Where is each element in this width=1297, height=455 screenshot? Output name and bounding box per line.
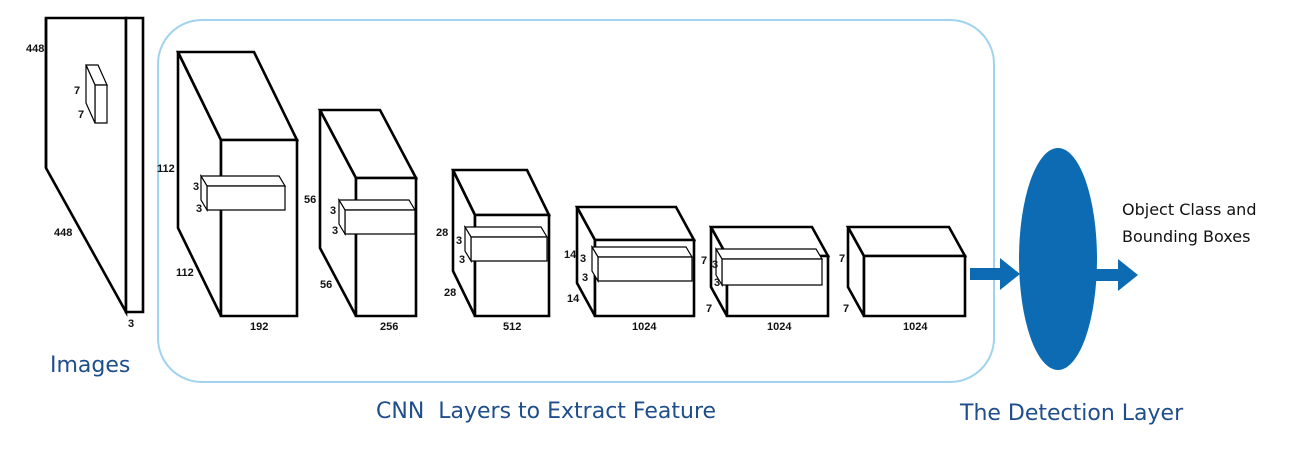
cnn-caption: CNN Layers to Extract Feature: [376, 399, 716, 424]
conv-layer-4: 14 14 1024 3 3: [564, 205, 697, 333]
input-channels-label: 3: [128, 318, 134, 330]
conv-layer-6: 7 7 1024: [839, 225, 968, 333]
conv-layer-5: 7 7 1024 3 3: [701, 225, 831, 333]
input-kernel-w-label: 7: [78, 109, 84, 121]
arrow-to-output: [1094, 259, 1138, 291]
layer-6-width-label: 7: [843, 303, 849, 315]
layer-4-width-label: 14: [567, 293, 580, 305]
layer-4-kernel: [590, 244, 694, 284]
layer-3-height-label: 28: [436, 227, 448, 239]
conv-layer-3: 28 28 512 3 3: [436, 168, 552, 333]
input-kernel-h-label: 7: [74, 85, 80, 97]
layer-1-depth-label: 192: [250, 321, 268, 333]
detection-layer-caption: The Detection Layer: [959, 401, 1184, 426]
layer-3-depth-label: 512: [503, 321, 521, 333]
layer-1-kernel-w-label: 3: [196, 203, 202, 215]
layer-1-kernel: [199, 173, 287, 213]
input-height-label: 448: [26, 43, 44, 55]
layer-5-kernel: [714, 246, 824, 288]
arrow-to-detection: [970, 258, 1020, 290]
layer-5-height-label: 7: [701, 255, 707, 267]
layer-1-height-label: 112: [157, 163, 175, 175]
layer-3-kernel: [463, 224, 549, 264]
layer-4-height-label: 14: [564, 249, 577, 261]
input-width-label: 448: [54, 227, 72, 239]
output-label-line-1: Object Class and: [1122, 200, 1256, 219]
layer-3-kernel-h-label: 3: [456, 235, 462, 247]
layer-2-width-label: 56: [320, 279, 332, 291]
conv-layer-1: 112 112 192 3 3: [157, 50, 300, 333]
layer-2-kernel-h-label: 3: [330, 205, 336, 217]
layer-2-kernel: [337, 197, 417, 237]
layer-4-depth-label: 1024: [632, 321, 657, 333]
layer-2-kernel-w-label: 3: [332, 225, 338, 237]
layer-4-kernel-w-label: 3: [582, 272, 588, 284]
layer-2-depth-label: 256: [380, 321, 398, 333]
input-image: 448 448 3 7 7: [26, 16, 145, 330]
layer-5-depth-label: 1024: [767, 321, 792, 333]
layer-2-height-label: 56: [304, 194, 316, 206]
layer-6-height-label: 7: [839, 253, 845, 265]
input-kernel: [85, 64, 108, 124]
output-label-line-2: Bounding Boxes: [1122, 227, 1250, 246]
conv-layer-2: 56 56 256 3 3: [304, 108, 419, 333]
layer-3-width-label: 28: [444, 287, 456, 299]
cnn-layers-frame: [157, 19, 995, 383]
layer-1-kernel-h-label: 3: [193, 181, 199, 193]
images-caption: Images: [50, 353, 130, 378]
detection-layer-ellipse: [1019, 148, 1097, 370]
layer-6-depth-label: 1024: [903, 321, 928, 333]
layer-5-width-label: 7: [706, 303, 712, 315]
layer-3-kernel-w-label: 3: [459, 254, 465, 266]
layer-4-kernel-h-label: 3: [580, 253, 586, 265]
layer-1-width-label: 112: [176, 267, 194, 279]
layer-5-kernel-h-label: 3: [712, 259, 718, 271]
layer-5-kernel-w-label: 3: [714, 277, 720, 289]
